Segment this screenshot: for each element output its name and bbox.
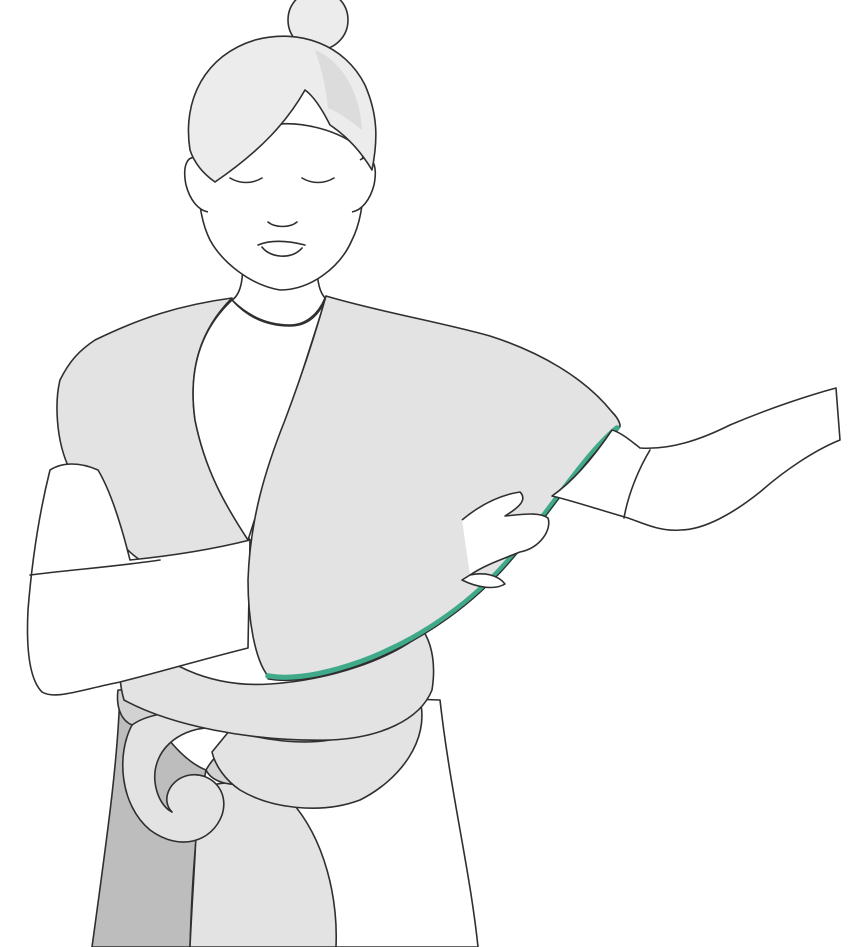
head	[185, 0, 376, 290]
